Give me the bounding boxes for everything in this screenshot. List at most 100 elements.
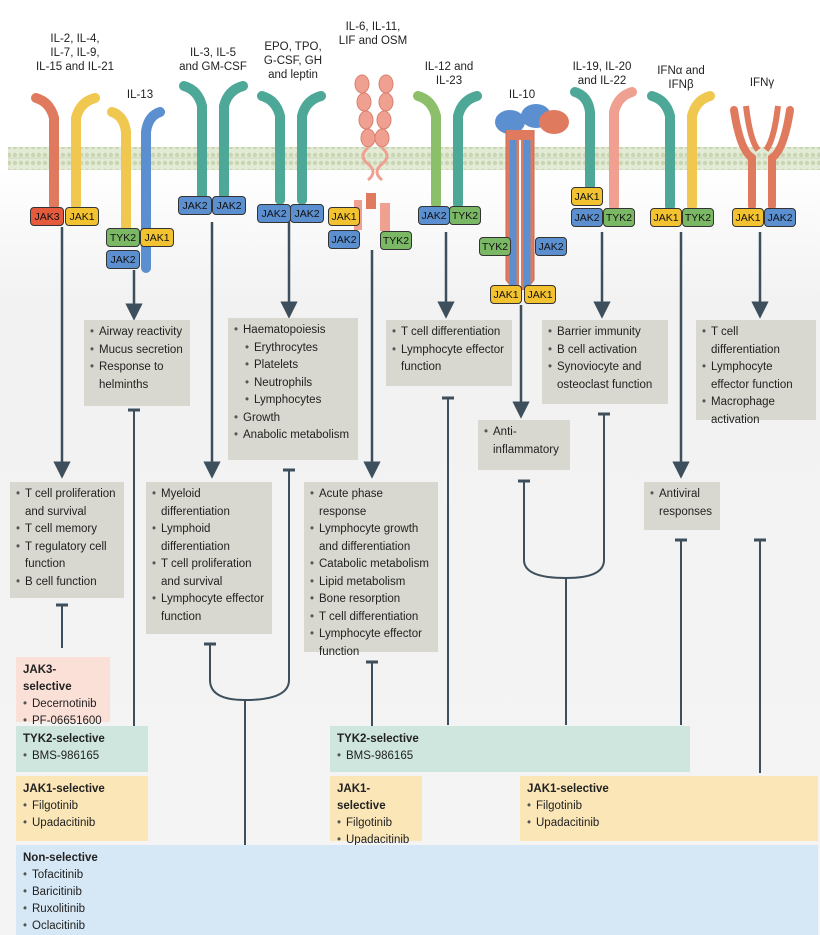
drug-jak1-selective-right: JAK1-selective FilgotinibUpadacitinib [520,776,818,841]
effect-item: Lymphocytes [234,392,352,410]
cytokine-label-il13: IL-13 [126,89,154,101]
list-item: BMS-986165 [337,748,683,765]
list-item: T cell proliferation and survival [16,486,118,521]
cytokine-label-ifna: IFNα and IFNβ [657,65,705,91]
list-item: Antiviral responses [650,486,714,521]
receptor-ifng [730,105,794,210]
list-item: Lymphocyte effector function [392,342,506,377]
list-item: Lymphocyte effector function [702,359,810,394]
drug-non-selective: Non-selective TofacitinibBaricitinibRuxo… [16,845,818,935]
list-item: Filgotinib [337,815,415,832]
drug-title: TYK2-selective [23,733,105,745]
effect-item: Erythrocytes [234,340,352,358]
receptor-il3 [179,81,248,201]
drug-title: JAK1-selective [23,783,105,795]
list-item: Tofacitinib [23,867,811,884]
effects-il2-list: T cell proliferation and survivalT cell … [16,486,118,591]
effects-il10-list: Anti-inflammatory [484,424,564,459]
receptor-il10 [495,104,569,295]
drug-list: BMS-986165 [337,748,683,765]
drug-title: JAK1-selective [527,783,609,795]
receptor-il19 [570,87,637,211]
drug-title: JAK1-selective [337,783,386,812]
cytokine-label-ifng: IFNγ [749,77,775,89]
effect-item: Haematopoiesis [234,322,352,340]
effects-ifng: T cell differentiationLymphocyte effecto… [696,320,816,426]
receptor-il12 [413,91,482,209]
drug-tyk2-selective-mid: TYK2-selective BMS-986165 [330,726,690,772]
receptor-il2 [31,93,100,210]
drug-list: TofacitinibBaricitinibRuxolitinibOclacit… [23,867,811,935]
cytokine-label-epo: EPO, TPO, G-CSF, GH and leptin [263,41,323,81]
receptor-epo [257,91,326,205]
effects-ifna-list: Antiviral responses [650,486,714,521]
cytokine-label-il19: IL-19, IL-20 and IL-22 [572,61,632,87]
effects-il13: Airway reactivityMucus secretionResponse… [84,320,190,406]
list-item: PF-06651600 [23,713,103,730]
drug-list: FilgotinibUpadacitinib [23,798,141,832]
jak3-il2: JAK3 [30,207,64,226]
effects-epo: Haematopoiesis Erythrocytes Platelets Ne… [228,318,358,460]
list-item: T regulatory cell function [16,539,118,574]
jak1-ifna: JAK1 [650,208,682,227]
effects-il13-list: Airway reactivityMucus secretionResponse… [90,324,184,394]
list-item: Baricitinib [23,884,811,901]
jak2-ifng: JAK2 [764,208,796,227]
jak1-il10-b: JAK1 [524,285,556,304]
jak2-epo-a: JAK2 [257,204,291,223]
drug-title: Non-selective [23,852,98,864]
effect-item: Platelets [234,357,352,375]
signal-arrows [53,222,769,479]
jak2-il3-b: JAK2 [212,196,246,215]
list-item: B cell function [16,574,118,592]
effects-ifna: Antiviral responses [644,482,720,530]
effects-epo-list: Haematopoiesis Erythrocytes Platelets Ne… [234,322,352,445]
tyk2-il10: TYK2 [479,237,511,256]
effects-il6: Acute phase responseLymphocyte growth an… [304,482,438,658]
receptor-il6 [354,74,394,231]
cytokine-label-il12: IL-12 and IL-23 [424,61,474,87]
jak1-il19: JAK1 [571,187,603,206]
list-item: Ruxolitinib [23,901,811,918]
jak2-il19: JAK2 [571,208,603,227]
list-item: T cell differentiation [310,609,432,627]
effects-il12: T cell differentiationLymphocyte effecto… [386,320,512,386]
effect-item: Growth [234,410,352,428]
list-item: Upadacitinib [23,815,141,832]
effects-il6-list: Acute phase responseLymphocyte growth an… [310,486,432,661]
list-item: Airway reactivity [90,324,184,342]
jak2-epo-b: JAK2 [290,204,324,223]
list-item: Macrophage activation [702,394,810,429]
drug-list: FilgotinibUpadacitinib [527,798,811,832]
drug-list: BMS-986165 [23,748,141,765]
list-item: Barrier immunity [548,324,662,342]
jak2-il3-a: JAK2 [178,196,212,215]
effect-item: Neutrophils [234,375,352,393]
list-item: Anti-inflammatory [484,424,564,459]
effect-item: Anabolic metabolism [234,427,352,445]
tyk2-il13: TYK2 [106,228,140,247]
effects-il19-list: Barrier immunityB cell activationSynovio… [548,324,662,394]
drug-list: DecernotinibPF-06651600 [23,696,103,730]
tyk2-ifna: TYK2 [682,208,714,227]
list-item: Myeloid differentiation [152,486,266,521]
list-item: T cell differentiation [702,324,810,359]
jak2-il13: JAK2 [106,250,140,269]
list-item: Lipid metabolism [310,574,432,592]
effects-il3: Myeloid differentiationLymphoid differen… [146,482,272,634]
cytokine-label-il10: IL-10 [508,89,536,101]
list-item: T cell memory [16,521,118,539]
drug-jak1-selective-left: JAK1-selective FilgotinibUpadacitinib [16,776,148,841]
list-item: Lymphoid differentiation [152,521,266,556]
drug-jak1-selective-mid: JAK1-selective FilgotinibUpadacitinib [330,776,422,849]
cytokine-label-il3: IL-3, IL-5 and GM-CSF [179,47,247,73]
jak1-ifng: JAK1 [732,208,764,227]
list-item: Synoviocyte and osteoclast function [548,359,662,394]
drug-list: FilgotinibUpadacitinib [337,815,415,849]
list-item: Catabolic metabolism [310,556,432,574]
effects-il3-list: Myeloid differentiationLymphoid differen… [152,486,266,626]
effects-il12-list: T cell differentiationLymphocyte effecto… [392,324,506,377]
list-item: Mucus secretion [90,342,184,360]
jak2-il12: JAK2 [418,206,450,225]
